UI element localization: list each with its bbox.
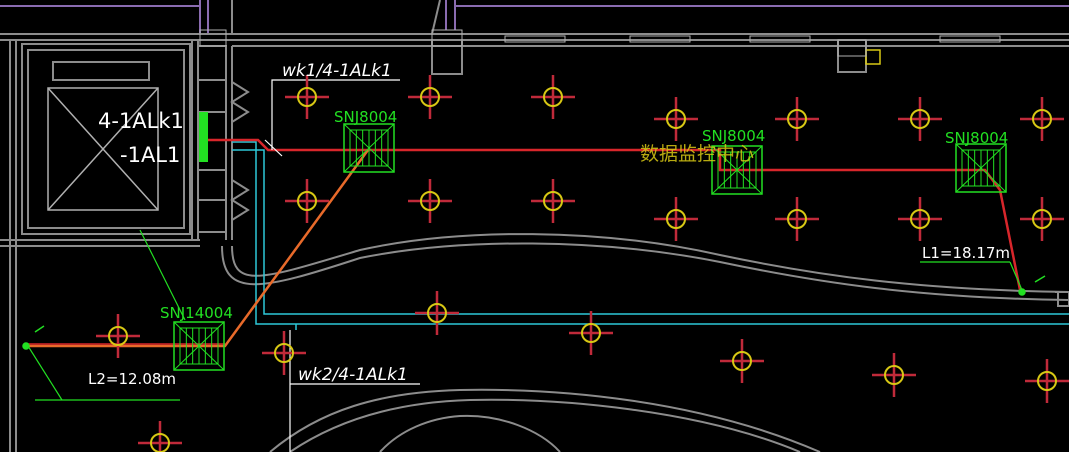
crosshair-light-icon (285, 75, 329, 119)
crosshair-light-icon (531, 179, 575, 223)
cable-label-wk1: wk1/4-1ALk1 (282, 61, 392, 81)
crosshair-light-icon (1020, 197, 1064, 241)
cable-tray (232, 141, 1069, 330)
ceiling-cassette-icon (343, 123, 395, 173)
leader-lines (27, 79, 1023, 452)
ceiling-cassette-icon (955, 143, 1007, 193)
length-label-1: L1=18.17m (922, 244, 1010, 262)
ceiling-cassette-icon (173, 123, 1007, 371)
unit-label-4: SNJ14004 (160, 304, 233, 322)
room-name: 数据监控中心 (640, 143, 754, 165)
crosshair-light-icon (415, 291, 459, 335)
crosshair-light-icon (96, 314, 140, 358)
cable-label-wk2: wk2/4-1ALk1 (298, 365, 408, 385)
length-label-2: L2=12.08m (88, 370, 176, 388)
panel-label-2: -1AL1 (120, 143, 180, 167)
cable-endpoints (22, 275, 1046, 350)
crosshair-light-icon (138, 421, 182, 452)
ceiling-cassette-icon (711, 145, 763, 195)
crosshair-light-icon (408, 75, 452, 119)
wall-hatching (199, 29, 1001, 57)
crosshair-light-icon (720, 339, 764, 383)
stair-core-icon (47, 87, 159, 211)
crosshair-light-icon (898, 97, 942, 141)
crosshair-light-icon (654, 197, 698, 241)
distribution-panel-icon[interactable] (199, 112, 208, 162)
cable-wk1 (208, 138, 1022, 291)
ceiling-cassette-icon (173, 321, 225, 371)
light-fixtures (96, 75, 1069, 452)
crosshair-light-icon (654, 97, 698, 141)
crosshair-light-icon (775, 197, 819, 241)
crosshair-light-icon (1020, 97, 1064, 141)
crosshair-light-icon (1025, 359, 1069, 403)
cable-wk1-branch (28, 149, 370, 348)
crosshair-light-icon (569, 311, 613, 355)
crosshair-light-icon (531, 75, 575, 119)
unit-label-2: SNJ8004 (702, 127, 765, 145)
crosshair-light-icon (872, 353, 916, 397)
crosshair-light-icon (262, 331, 306, 375)
unit-label-3: SNJ8004 (945, 129, 1008, 147)
crosshair-light-icon (898, 197, 942, 241)
crosshair-light-icon (285, 179, 329, 223)
panel-label-1: 4-1ALk1 (98, 109, 184, 133)
unit-label-1: SNJ8004 (334, 108, 397, 126)
crosshair-light-icon (408, 179, 452, 223)
crosshair-light-icon (775, 97, 819, 141)
